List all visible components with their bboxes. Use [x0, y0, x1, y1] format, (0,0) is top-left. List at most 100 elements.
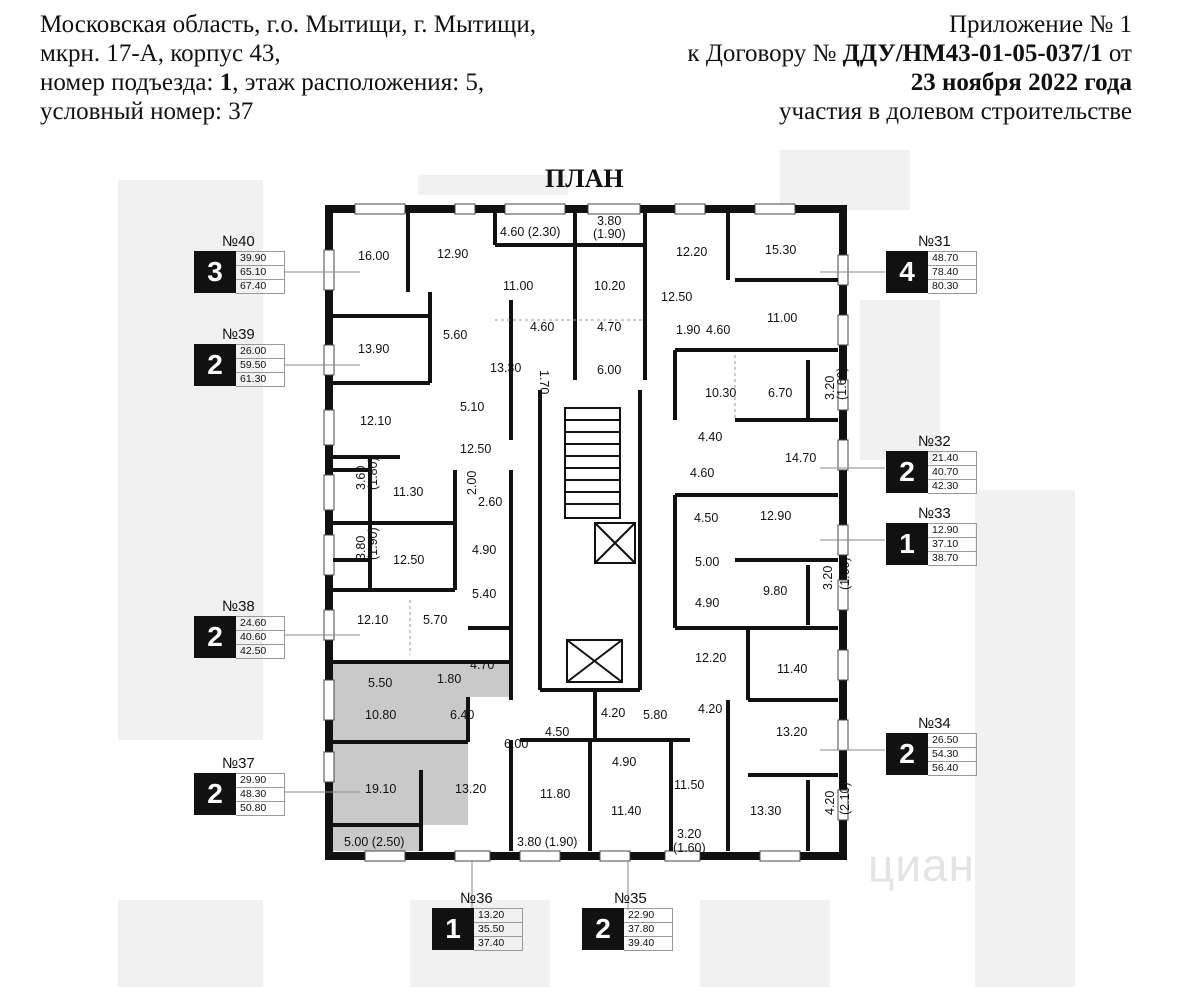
contract-line: к Договору № ДДУ/НМ43-01-05-037/1 от: [687, 40, 1132, 67]
room-area: 11.50: [674, 778, 704, 792]
room-area: 11.80: [540, 787, 570, 801]
contract-subject: участия в долевом строительстве: [779, 98, 1132, 125]
room-area: 3.80: [354, 536, 368, 560]
leader-lines: [285, 271, 885, 910]
total-area: 54.30: [928, 747, 977, 762]
room-area: 11.40: [777, 662, 807, 676]
watermark-shape: [118, 180, 263, 740]
room-area: (1.60): [838, 557, 852, 590]
total-area-with-balcony: 80.30: [928, 279, 977, 294]
room-area: 12.20: [695, 651, 726, 665]
room-area: 1.70: [537, 370, 551, 394]
total-area: 37.80: [624, 922, 673, 937]
living-area: 24.60: [236, 616, 285, 631]
room-area: 3.80: [597, 214, 621, 228]
room-area: 11.00: [503, 279, 533, 293]
room-area: 6.00: [504, 737, 528, 751]
room-area: (1.60): [835, 367, 849, 400]
room-area: (2.10): [838, 782, 852, 815]
room-area: 3.60: [354, 466, 368, 490]
room-count: 2: [194, 344, 236, 386]
watermark-shape: [860, 300, 940, 460]
entrance-number: 1: [219, 69, 233, 96]
living-area: 22.90: [624, 908, 673, 923]
room-area: 5.00: [695, 555, 719, 569]
room-count: 4: [886, 251, 928, 293]
room-area: 2.60: [478, 495, 502, 509]
room-area: 14.70: [785, 451, 816, 465]
room-area: 11.40: [611, 804, 641, 818]
room-area: (1.90): [366, 527, 380, 560]
living-area: 12.90: [928, 523, 977, 538]
watermark-logo: циан: [868, 839, 976, 891]
room-area: 5.50: [368, 676, 392, 690]
room-area: 19.10: [365, 782, 396, 796]
living-area: 13.20: [474, 908, 523, 923]
room-area: 4.20: [823, 791, 837, 815]
contract-date: 23 ноября 2022 года: [910, 69, 1132, 96]
room-area: 5.70: [423, 613, 447, 627]
room-area: 1.80: [437, 672, 461, 686]
room-area: 13.30: [490, 361, 521, 375]
room-area: 4.90: [695, 596, 719, 610]
total-area: 35.50: [474, 922, 523, 937]
apartment-number: №38: [222, 598, 255, 615]
room-count: 2: [886, 451, 928, 493]
room-area: (1.60): [673, 841, 706, 855]
room-area: 3.20: [821, 566, 835, 590]
watermark-shape: [118, 900, 263, 987]
room-area: 4.70: [470, 658, 494, 672]
room-count: 2: [194, 773, 236, 815]
appendix-title: Приложение № 1: [948, 11, 1132, 38]
apartment-number: №37: [222, 755, 255, 772]
living-area: 48.70: [928, 251, 977, 266]
watermark-shape: [975, 490, 1075, 987]
address-line: мкрн. 17-А, корпус 43,: [40, 40, 281, 67]
room-area: 5.60: [443, 328, 467, 342]
total-area: 59.50: [236, 358, 285, 373]
total-area-with-balcony: 56.40: [928, 761, 977, 776]
room-area: 4.90: [472, 543, 496, 557]
room-area: 2.00: [465, 471, 479, 495]
living-area: 26.50: [928, 733, 977, 748]
room-area: 12.90: [437, 247, 468, 261]
room-area: 11.30: [393, 485, 423, 499]
room-area: 4.60: [530, 320, 554, 334]
room-area: 5.40: [472, 587, 496, 601]
room-area: 12.50: [460, 442, 491, 456]
windows: [323, 203, 849, 862]
apartment-number: №40: [222, 233, 255, 250]
apartment-number: №34: [918, 715, 951, 732]
room-area: (1.80): [366, 457, 380, 490]
room-count: 3: [194, 251, 236, 293]
room-area: 3.20: [823, 376, 837, 400]
room-area: 12.90: [760, 509, 791, 523]
room-area: 3.80 (1.90): [517, 835, 577, 849]
room-area: 5.00 (2.50): [344, 835, 404, 849]
room-area: 1.90: [676, 323, 700, 337]
room-area: 13.30: [750, 804, 781, 818]
room-area: 12.50: [393, 553, 424, 567]
stair-core: [564, 407, 636, 683]
apartment-number: №35: [614, 890, 647, 907]
total-area-with-balcony: 67.40: [236, 279, 285, 294]
total-area-with-balcony: 38.70: [928, 551, 977, 566]
apartment-number: №39: [222, 326, 255, 343]
balcony-lines: [409, 319, 736, 655]
total-area-with-balcony: 42.50: [236, 644, 285, 659]
living-area: 29.90: [236, 773, 285, 788]
contract-number: ДДУ/НМ43-01-05-037/1: [842, 40, 1103, 67]
room-area: 13.90: [358, 342, 389, 356]
highlighted-apartment-37: [333, 662, 511, 851]
address-line: Московская область, г.о. Мытищи, г. Мыти…: [40, 11, 536, 38]
room-area: 4.90: [612, 755, 636, 769]
room-count: 2: [582, 908, 624, 950]
living-area: 26.00: [236, 344, 285, 359]
address-block: Московская область, г.о. Мытищи, г. Мыти…: [40, 10, 536, 126]
room-count: 2: [886, 733, 928, 775]
room-area: 6.70: [768, 386, 792, 400]
plan-title: ПЛАН: [545, 164, 624, 193]
room-count: 2: [194, 616, 236, 658]
room-area: 16.00: [358, 249, 389, 263]
